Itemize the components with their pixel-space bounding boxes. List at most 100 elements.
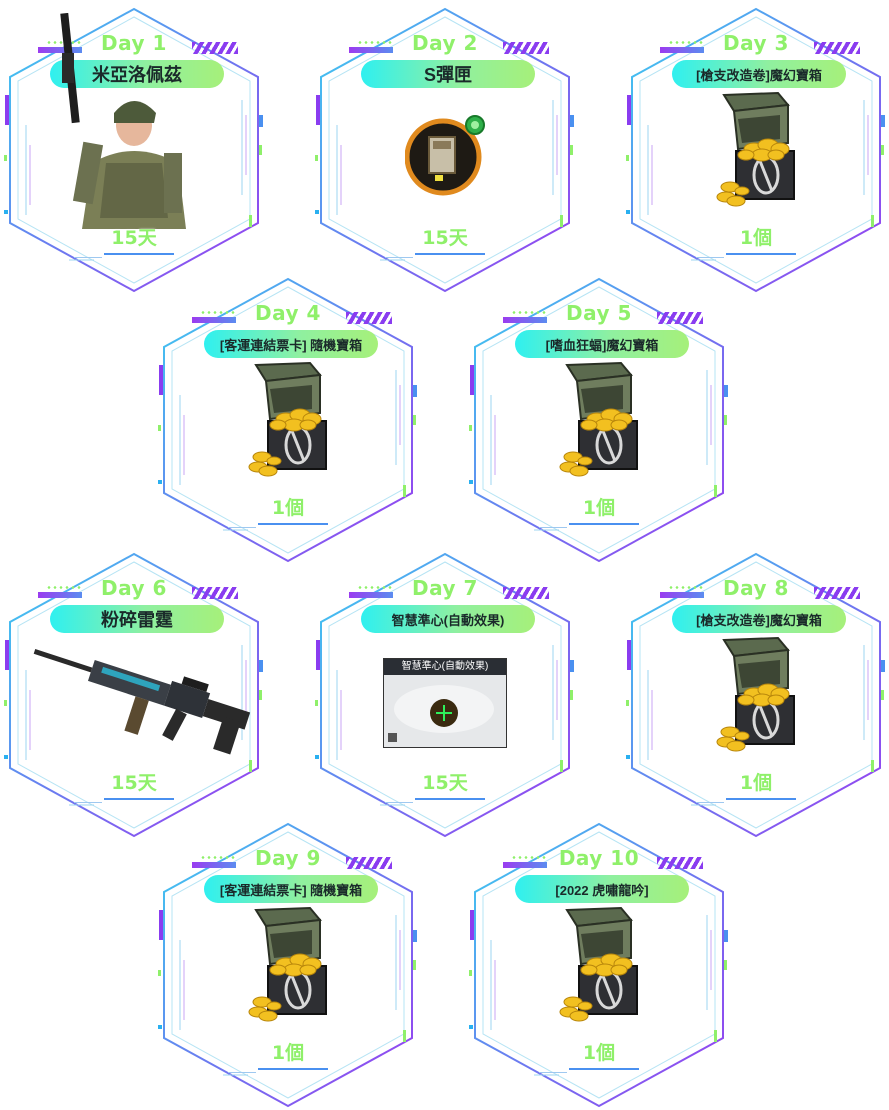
reward-name: [槍支改造卷]魔幻寶箱 — [696, 612, 822, 628]
reward-amount: 1個 — [582, 497, 616, 519]
magazine-icon — [404, 115, 485, 196]
decor-bar — [192, 862, 236, 868]
decor-stripes — [657, 857, 703, 869]
decor-bar — [503, 317, 547, 323]
reward-amount: 15天 — [422, 227, 468, 249]
decor-dots — [46, 586, 82, 589]
reward-name: [客運連結票卡] 隨機寶箱 — [219, 882, 363, 898]
crosshair-card-title: 智慧準心(自動效果) — [384, 659, 506, 675]
day-label: Day 10 — [558, 846, 640, 870]
decor-bar — [349, 592, 393, 598]
decor-dots — [511, 311, 547, 314]
treasure-chest-icon — [248, 906, 327, 1022]
reward-card-day-5: Day 5 [嗜血狂蝠]魔幻寶箱 1個 — [469, 275, 729, 565]
treasure-chest-image — [248, 906, 330, 1029]
treasure-chest-image — [559, 906, 641, 1029]
treasure-chest-icon — [716, 91, 795, 207]
decor-bar — [38, 47, 82, 53]
reward-amount: 15天 — [111, 772, 157, 794]
reward-name: 粉碎雷霆 — [101, 610, 173, 630]
reward-name: 米亞洛佩茲 — [92, 65, 182, 85]
decor-underline-thin — [539, 1072, 567, 1073]
decor-stripes — [346, 857, 392, 869]
reward-card-day-1: Day 1 米亞洛佩茲 15天 — [4, 5, 264, 295]
assault-rifle-image — [24, 642, 256, 767]
reward-name-pill: 智慧準心(自動效果) — [361, 605, 535, 633]
treasure-chest-image — [716, 636, 798, 759]
decor-underline-thin — [74, 257, 102, 258]
decor-underline — [104, 798, 174, 800]
decor-underline — [415, 253, 485, 255]
reward-name-pill: [槍支改造卷]魔幻寶箱 — [672, 60, 846, 88]
day-label: Day 7 — [412, 576, 478, 600]
treasure-chest-icon — [248, 361, 327, 477]
reward-amount: 1個 — [271, 497, 305, 519]
decor-underline-thin — [228, 1072, 256, 1073]
crosshair-icon — [388, 685, 494, 742]
decor-dots — [511, 856, 547, 859]
magazine-item-image — [404, 113, 489, 202]
decor-underline — [726, 798, 796, 800]
decor-bar — [349, 47, 393, 53]
decor-stripes — [814, 42, 860, 54]
decor-stripes — [657, 312, 703, 324]
reward-name: [槍支改造卷]魔幻寶箱 — [696, 67, 822, 83]
decor-underline — [726, 253, 796, 255]
decor-stripes — [192, 587, 238, 599]
day-label: Day 1 — [101, 31, 167, 55]
treasure-chest-image — [559, 361, 641, 484]
decor-underline — [258, 1068, 328, 1070]
decor-bar — [192, 317, 236, 323]
decor-underline-thin — [385, 257, 413, 258]
reward-card-day-9: Day 9 [客運連結票卡] 隨機寶箱 1個 — [158, 820, 418, 1110]
reward-amount: 1個 — [739, 227, 773, 249]
reward-card-day-7: Day 7 智慧準心(自動效果) 智慧準心(自動效果) 15天 — [315, 550, 575, 840]
reward-name: [嗜血狂蝠]魔幻寶箱 — [545, 337, 659, 353]
treasure-chest-image — [716, 91, 798, 214]
reward-name-pill: 粉碎雷霆 — [50, 605, 224, 633]
day-label: Day 6 — [101, 576, 167, 600]
decor-underline — [569, 523, 639, 525]
day-label: Day 4 — [255, 301, 321, 325]
decor-stripes — [192, 42, 238, 54]
treasure-chest-icon — [559, 361, 638, 477]
reward-card-day-8: Day 8 [槍支改造卷]魔幻寶箱 1個 — [626, 550, 886, 840]
decor-bar — [660, 47, 704, 53]
reward-card-day-6: Day 6 粉碎雷霆 — [4, 550, 264, 840]
reward-amount: 1個 — [271, 1042, 305, 1064]
decor-underline-thin — [696, 802, 724, 803]
decor-underline — [569, 1068, 639, 1070]
crosshair-card-image: 智慧準心(自動效果) — [383, 658, 507, 748]
decor-stripes — [346, 312, 392, 324]
decor-underline-thin — [74, 802, 102, 803]
decor-underline — [258, 523, 328, 525]
reward-name-pill: [客運連結票卡] 隨機寶箱 — [204, 875, 378, 903]
reward-name: 智慧準心(自動效果) — [391, 612, 505, 628]
reward-name-pill: [槍支改造卷]魔幻寶箱 — [672, 605, 846, 633]
treasure-chest-icon — [559, 906, 638, 1022]
reward-card-day-10: Day 10 [2022 虎嘯龍吟] 1個 — [469, 820, 729, 1110]
reward-name: [2022 虎嘯龍吟] — [555, 882, 649, 898]
decor-dots — [200, 311, 236, 314]
treasure-chest-image — [248, 361, 330, 484]
decor-underline-thin — [228, 527, 256, 528]
reward-name: S彈匣 — [423, 65, 472, 85]
treasure-chest-icon — [716, 636, 795, 752]
day-label: Day 8 — [723, 576, 789, 600]
day-label: Day 3 — [723, 31, 789, 55]
decor-stripes — [503, 42, 549, 54]
day-label: Day 2 — [412, 31, 478, 55]
decor-underline-thin — [385, 802, 413, 803]
decor-dots — [357, 41, 393, 44]
decor-stripes — [814, 587, 860, 599]
reward-amount: 15天 — [111, 227, 157, 249]
reward-name-pill: [客運連結票卡] 隨機寶箱 — [204, 330, 378, 358]
decor-stripes — [503, 587, 549, 599]
day-label: Day 9 — [255, 846, 321, 870]
soldier-character-image — [56, 12, 196, 234]
reward-amount: 15天 — [422, 772, 468, 794]
reward-amount: 1個 — [582, 1042, 616, 1064]
decor-underline-thin — [539, 527, 567, 528]
decor-dots — [668, 586, 704, 589]
reward-name-pill: 米亞洛佩茲 — [50, 60, 224, 88]
